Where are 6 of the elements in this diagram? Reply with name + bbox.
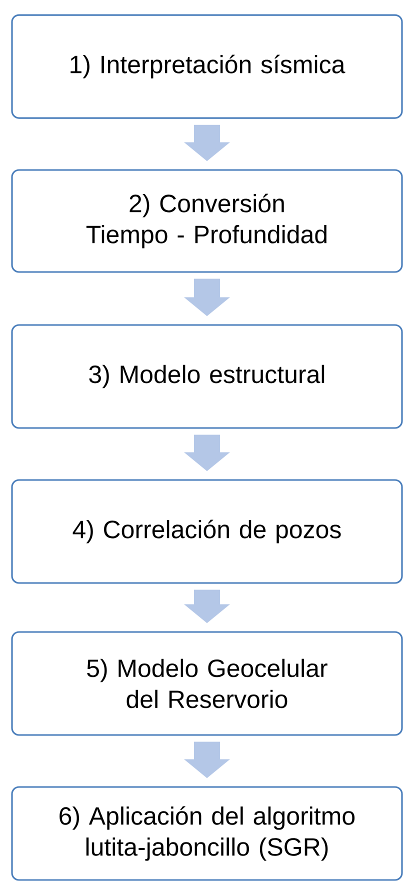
- process-box: 5) Modelo Geocelular del Reservorio: [11, 631, 403, 736]
- process-box: 2) Conversión Tiempo - Profundidad: [11, 169, 403, 273]
- process-box: 4) Correlación de pozos: [11, 479, 403, 584]
- process-box: 3) Modelo estructural: [11, 324, 403, 429]
- process-box: 6) Aplicación del algoritmo lutita-jaboncillo (SGR): [11, 786, 403, 881]
- process-box: 1) Interpretación sísmica: [11, 14, 403, 119]
